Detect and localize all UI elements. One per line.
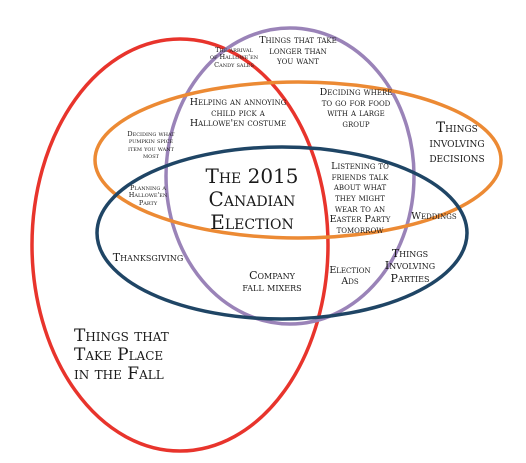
item-election-ads: Election Ads xyxy=(329,265,371,287)
item-food-decision: Deciding where to go for food with a lar… xyxy=(319,87,393,130)
label-fall-set: Things that Take Place in the Fall xyxy=(74,326,169,385)
label-parties-set: Things Involving Parties xyxy=(384,247,436,285)
item-pumpkin-spice: Deciding what pumpkin spice item you wan… xyxy=(127,130,175,160)
item-2015-election: The 2015 Canadian Election xyxy=(205,164,299,234)
item-weddings: Weddings xyxy=(411,211,457,222)
set-parties-ellipse xyxy=(95,145,469,321)
label-decisions-set: Things involving decisions xyxy=(429,120,485,167)
item-candy-sales: The arrival of Hallowe'en Candy sales xyxy=(209,46,259,69)
item-fall-mixers: Company fall mixers xyxy=(242,269,302,295)
set-longer-ellipse xyxy=(164,26,416,326)
set-decisions-ellipse xyxy=(93,80,503,240)
set-fall-ellipse xyxy=(30,37,330,453)
item-easter-party: Listening to friends talk about what the… xyxy=(329,161,391,236)
item-thanksgiving: Thanksgiving xyxy=(112,251,184,264)
item-annoying-child: Helping an annoying child pick a Hallowe… xyxy=(189,97,287,130)
label-longer-title: Things that take longer than you want xyxy=(259,35,337,68)
item-halloween-party: Planning a Hallowe'en Party xyxy=(128,184,168,207)
